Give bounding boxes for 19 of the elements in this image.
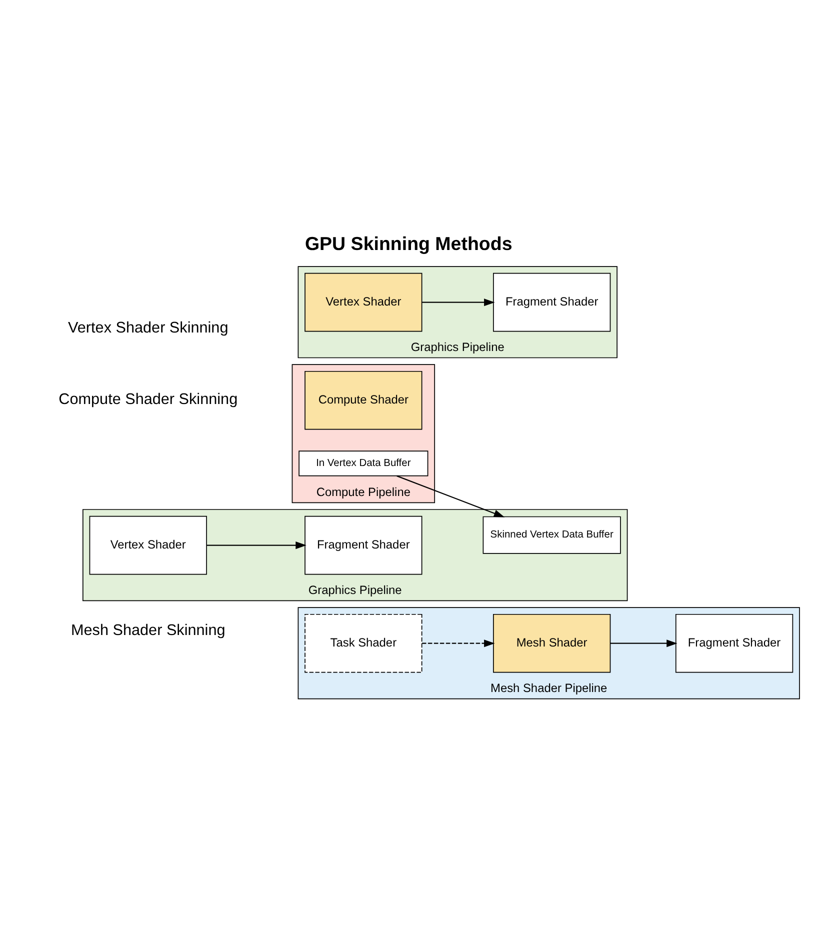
label: Vertex Shader Skinning [68,319,228,336]
node-box: Fragment Shader [675,613,794,672]
node-box: Vertex Shader [304,272,422,332]
node-box: In Vertex Data Buffer [298,450,428,476]
node-box: Fragment Shader [304,515,422,574]
diagram-title: GPU Skinning Methods [304,232,512,254]
arrow [610,639,678,647]
arrow [422,298,495,306]
node-box: Vertex Shader [89,515,207,574]
arrow [422,639,495,647]
node-box: Mesh Shader [493,613,611,672]
node-box: Fragment Shader [493,272,611,332]
arrow [396,474,505,517]
node-box: Task Shader [304,613,422,672]
node-box: Skinned Vertex Data Buffer [482,516,621,554]
label: Mesh Shader Skinning [71,622,226,639]
arrow [206,541,306,549]
node-box: Compute Shader [304,370,422,430]
label: Compute Shader Skinning [58,390,238,408]
